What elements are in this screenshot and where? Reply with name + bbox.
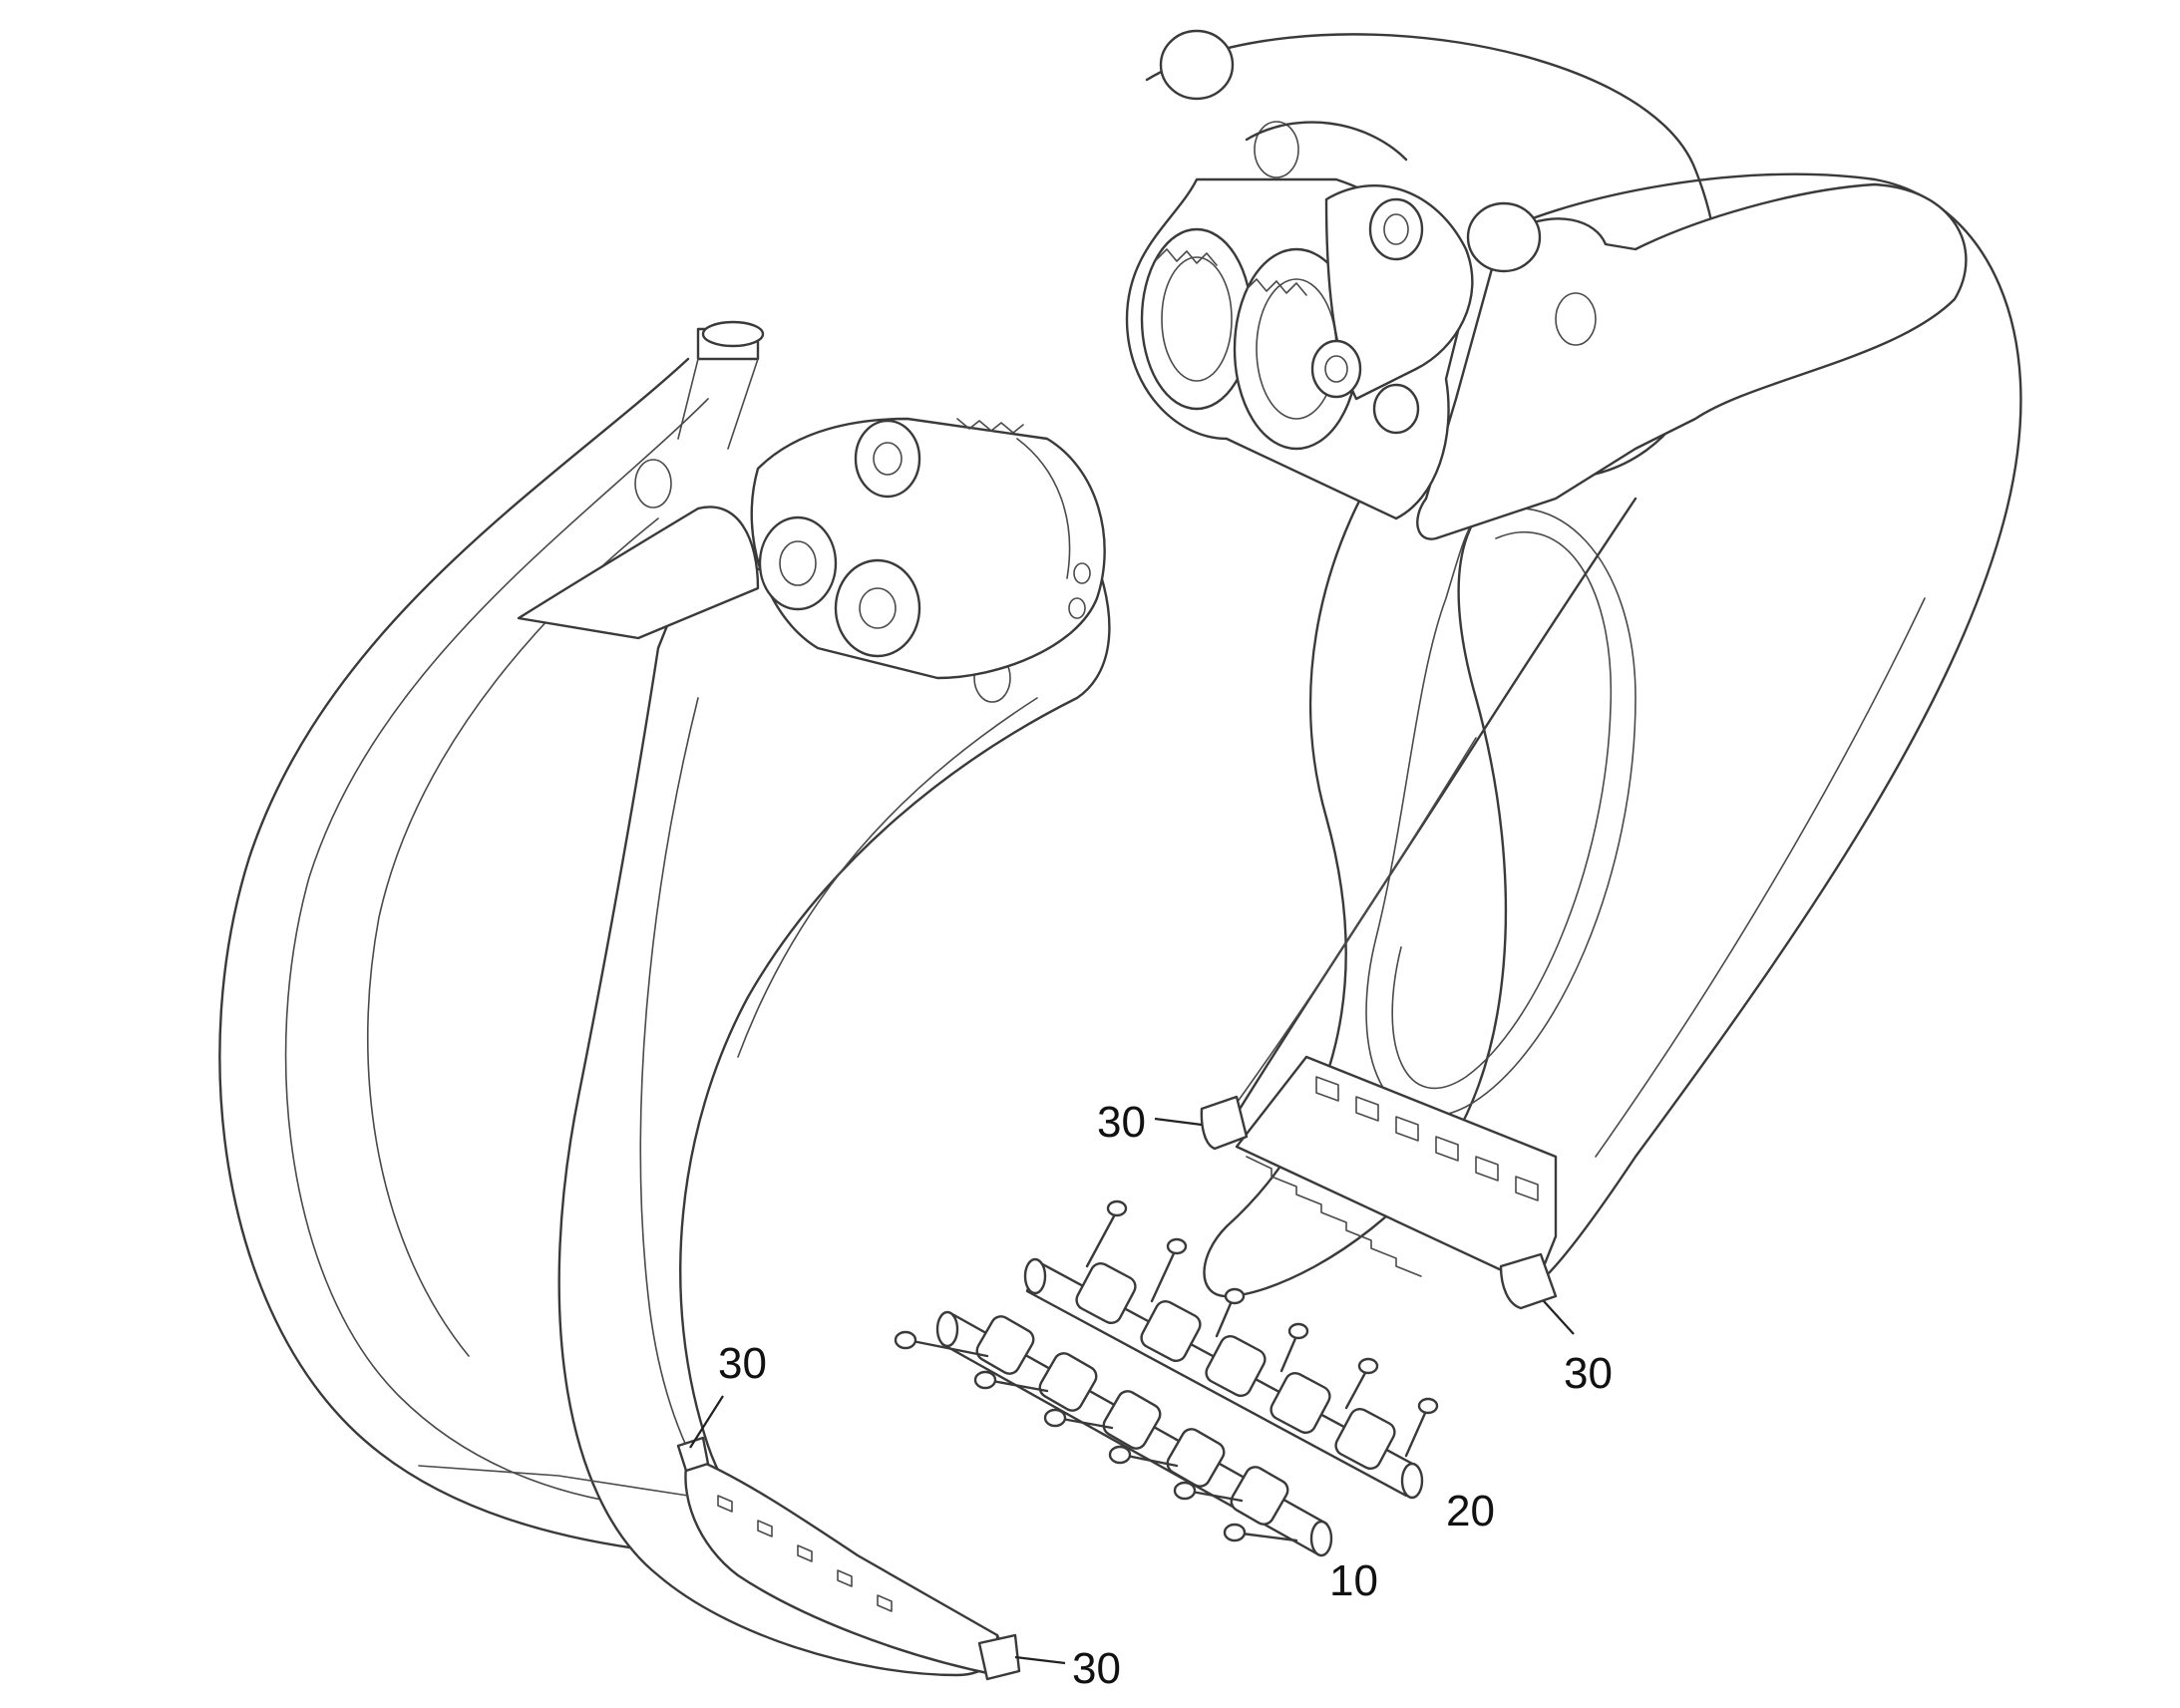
leader-30-right-top — [1154, 1117, 1203, 1127]
leader-30-right-bottom — [1543, 1300, 1575, 1335]
callout-30-left-bottom: 30 — [1072, 1644, 1121, 1693]
leader-30-left-top — [689, 1395, 724, 1449]
right-jaw — [1145, 29, 2022, 1298]
wear-pad-right-bottom — [1499, 1252, 1558, 1310]
callout-30-right-top: 30 — [1097, 1098, 1146, 1147]
wear-pads — [676, 1095, 1558, 1681]
callout-leaders — [689, 1117, 1575, 1665]
shaft-assembly-10 — [894, 1310, 1333, 1557]
left-base-plate — [418, 1454, 999, 1677]
wear-pad-left-bottom — [977, 1633, 1021, 1681]
right-base-plate — [1235, 1055, 1558, 1288]
left-pivot-linkage — [750, 417, 1106, 680]
callout-10: 10 — [1329, 1556, 1378, 1605]
leader-30-left-bottom — [1014, 1655, 1066, 1665]
callout-20: 20 — [1446, 1487, 1495, 1536]
shaft-assembly-20 — [1023, 1199, 1439, 1500]
wear-pad-right-top — [1200, 1095, 1249, 1151]
callout-30-left-top: 30 — [718, 1339, 767, 1388]
rotator-gears — [1125, 121, 1474, 520]
callout-30-right-bottom: 30 — [1564, 1349, 1613, 1398]
